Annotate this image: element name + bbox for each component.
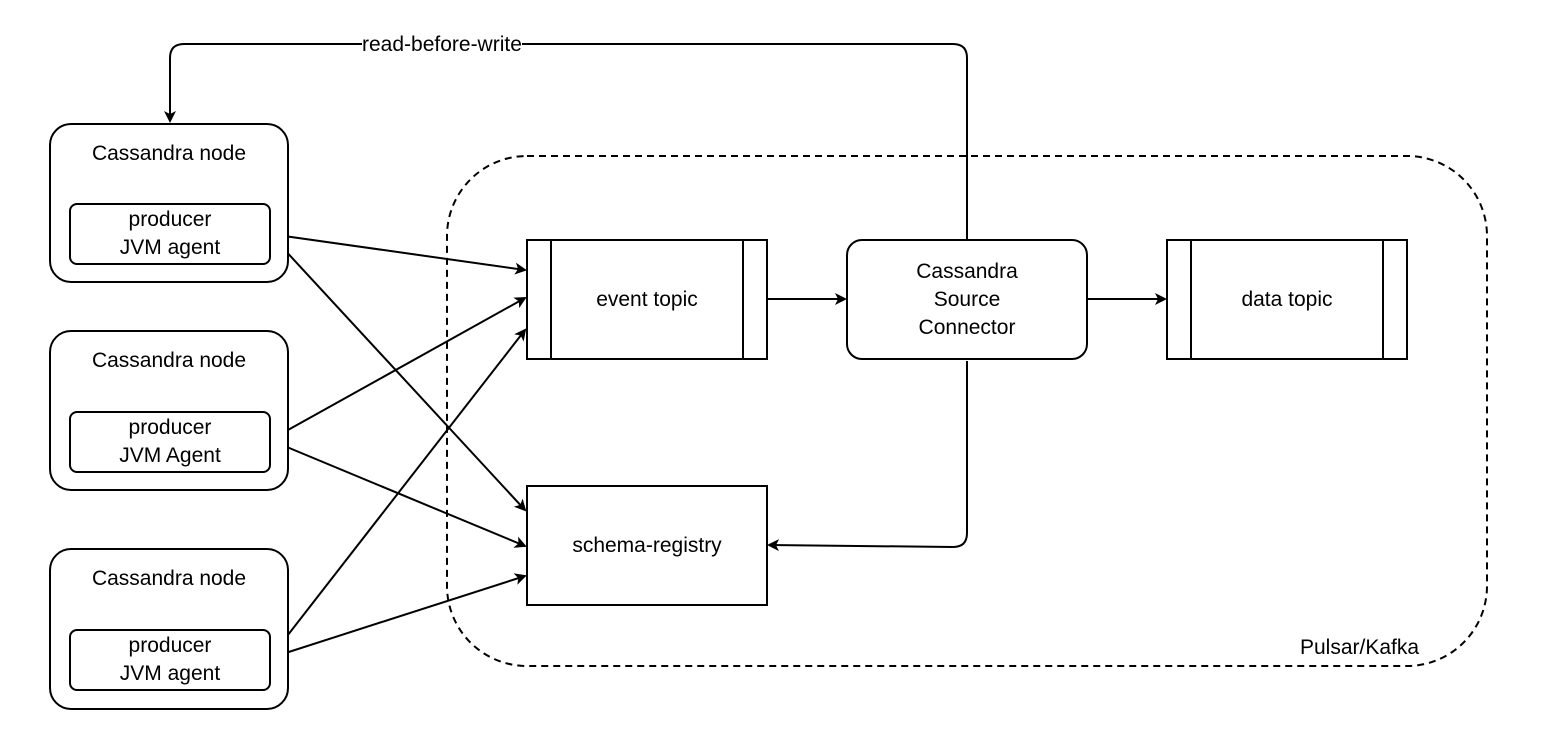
connector-line1: Cassandra bbox=[916, 259, 1018, 283]
schema-registry-label: schema-registry bbox=[572, 533, 722, 557]
agent-3-line1: producer bbox=[128, 634, 212, 657]
producer-jvm-agent-1[interactable]: producer JVM agent bbox=[69, 203, 271, 265]
agent-3-line2: JVM agent bbox=[119, 662, 221, 685]
agent-1-line1: producer bbox=[128, 208, 212, 231]
edge-node1-to-schema-registry bbox=[269, 233, 527, 512]
data-topic-right-bar bbox=[1382, 241, 1384, 358]
pulsar-kafka-cluster-boundary bbox=[446, 155, 1488, 667]
cassandra-node-2-title: Cassandra node bbox=[91, 349, 247, 372]
data-topic-left-bar bbox=[1190, 241, 1192, 358]
pulsar-kafka-label: Pulsar/Kafka bbox=[1300, 636, 1420, 660]
agent-2-line2: JVM Agent bbox=[119, 444, 221, 467]
edge-read-before-write bbox=[164, 43, 968, 239]
cassandra-node-1[interactable]: Cassandra node producer JVM agent bbox=[49, 123, 289, 283]
edge-node3-to-schema-registry bbox=[269, 573, 527, 659]
event-topic[interactable]: event topic bbox=[526, 239, 768, 360]
edge-node1-to-event-topic bbox=[269, 233, 527, 275]
event-topic-label: event topic bbox=[596, 287, 698, 311]
cassandra-source-connector[interactable]: Cassandra Source Connector bbox=[846, 239, 1088, 360]
producer-jvm-agent-3[interactable]: producer JVM agent bbox=[69, 629, 271, 691]
connector-line3: Connector bbox=[918, 315, 1016, 339]
cassandra-node-3-title: Cassandra node bbox=[91, 567, 247, 590]
cassandra-node-3[interactable]: Cassandra node producer JVM agent bbox=[49, 548, 289, 710]
agent-1-line2: JVM agent bbox=[119, 236, 221, 259]
connector-line2: Source bbox=[933, 287, 1001, 311]
event-topic-right-bar bbox=[742, 241, 744, 358]
edge-connector-to-schema-registry bbox=[767, 361, 968, 552]
edge-node3-to-event-topic bbox=[269, 328, 527, 659]
cassandra-node-1-title: Cassandra node bbox=[91, 142, 247, 165]
event-topic-left-bar bbox=[550, 241, 552, 358]
data-topic[interactable]: data topic bbox=[1166, 239, 1408, 360]
edge-node2-to-event-topic bbox=[269, 297, 527, 441]
producer-jvm-agent-2[interactable]: producer JVM Agent bbox=[69, 411, 271, 473]
data-topic-label: data topic bbox=[1241, 287, 1333, 311]
agent-2-line1: producer bbox=[128, 416, 212, 439]
read-before-write-label: read-before-write bbox=[362, 33, 522, 57]
cassandra-node-2[interactable]: Cassandra node producer JVM Agent bbox=[49, 330, 289, 491]
schema-registry[interactable]: schema-registry bbox=[526, 485, 768, 606]
